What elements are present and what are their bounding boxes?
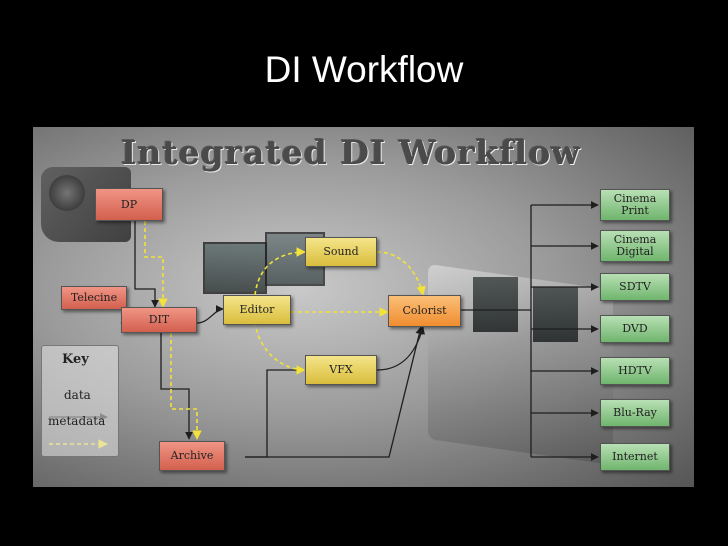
dit-to-archive-line bbox=[160, 333, 193, 440]
node-sound: Sound bbox=[305, 237, 377, 267]
output-label: HDTV bbox=[618, 364, 652, 377]
console-screen-illustration bbox=[473, 277, 518, 332]
editor-to-vfx-metadata bbox=[254, 321, 306, 375]
slide-title: DI Workflow bbox=[264, 49, 464, 90]
dp-to-dit-metadata bbox=[144, 221, 168, 308]
output-label: Blu-Ray bbox=[613, 406, 657, 419]
console-screen-illustration bbox=[533, 287, 578, 342]
output-internet: Internet bbox=[600, 443, 670, 471]
key-data-label: data bbox=[64, 388, 91, 402]
editor-to-sound-metadata bbox=[254, 247, 306, 296]
output-label: DVD bbox=[622, 322, 648, 335]
output-dvd: DVD bbox=[600, 315, 670, 343]
node-dit: DIT bbox=[121, 307, 197, 333]
node-colorist: Colorist bbox=[388, 295, 461, 327]
diagram-panel: Integrated DI Workflow bbox=[33, 127, 694, 487]
key-metadata-label: metadata bbox=[48, 414, 106, 428]
sound-to-colorist-metadata bbox=[376, 251, 426, 296]
node-vfx: VFX bbox=[305, 355, 377, 385]
node-telecine: Telecine bbox=[61, 286, 127, 310]
output-label: Digital bbox=[616, 245, 654, 258]
output-cinema-digital: Cinema Digital bbox=[600, 230, 670, 262]
output-bluray: Blu-Ray bbox=[600, 399, 670, 427]
output-cinema-print: Cinema Print bbox=[600, 189, 670, 221]
output-label: SDTV bbox=[619, 280, 651, 293]
diagram-title: Integrated DI Workflow bbox=[121, 133, 581, 172]
node-dp: DP bbox=[95, 188, 163, 221]
diagram-key: Key data metadata bbox=[41, 345, 119, 457]
archive-to-colorist-line bbox=[245, 326, 424, 458]
output-label: Print bbox=[621, 204, 649, 217]
node-archive: Archive bbox=[159, 441, 225, 471]
output-label: Cinema bbox=[613, 192, 657, 205]
node-editor: Editor bbox=[223, 295, 291, 325]
dp-to-dit-line bbox=[134, 221, 159, 308]
vfx-to-colorist-line bbox=[376, 326, 425, 371]
output-label: Internet bbox=[612, 450, 658, 463]
key-title: Key bbox=[62, 352, 89, 367]
output-hdtv: HDTV bbox=[600, 357, 670, 385]
archive-to-vfx-line bbox=[245, 366, 306, 458]
output-sdtv: SDTV bbox=[600, 273, 670, 301]
output-label: Cinema bbox=[613, 233, 657, 246]
dit-to-editor-line bbox=[196, 305, 224, 324]
camera-lens-illustration bbox=[49, 175, 85, 211]
dit-to-archive-metadata bbox=[170, 333, 202, 440]
